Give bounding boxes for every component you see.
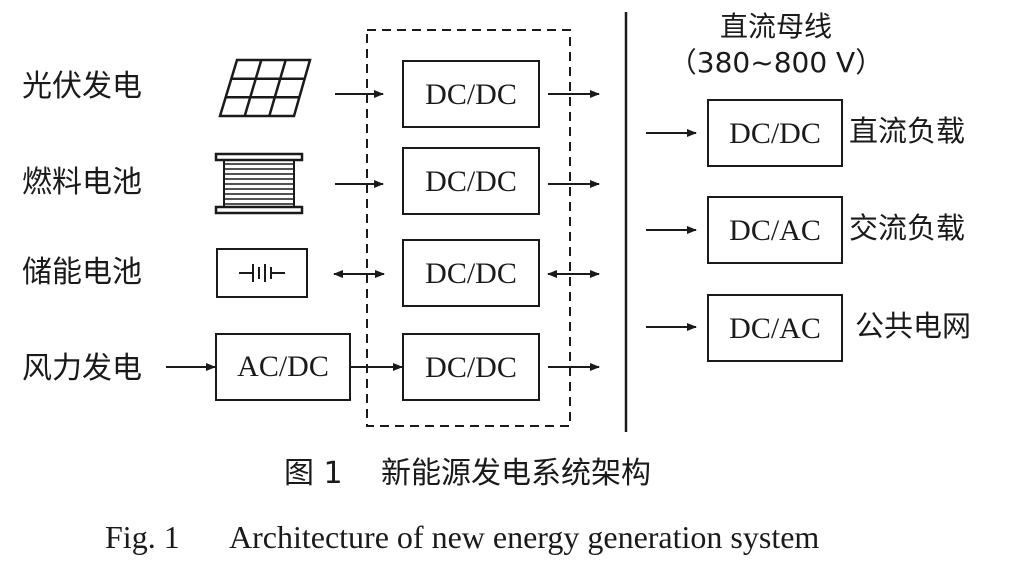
load-converter-ac-load: DC/AC [707, 196, 843, 264]
source-label-fuel-cell: 燃料电池 [22, 165, 142, 200]
source-label-wind: 风力发电 [22, 351, 142, 386]
converter-dcdc-fuel-cell-label: DC/DC [425, 165, 517, 198]
converter-dcdc-fuel-cell: DC/DC [402, 147, 540, 215]
converter-dcdc-pv-label: DC/DC [425, 78, 517, 111]
converter-dcdc-wind-label: DC/DC [425, 351, 517, 384]
source-label-storage: 储能电池 [22, 255, 142, 290]
load-converter-ac-load-label: DC/AC [729, 214, 821, 247]
converter-dcdc-storage-label: DC/DC [425, 257, 517, 290]
solar-panel-icon [218, 58, 312, 118]
converter-acdc-wind-label: AC/DC [237, 350, 329, 383]
load-label-ac-load: 交流负载 [849, 211, 965, 245]
converter-dcdc-pv: DC/DC [402, 60, 540, 128]
converter-dcdc-wind: DC/DC [402, 333, 540, 401]
load-converter-grid: DC/AC [707, 294, 843, 362]
converter-acdc-wind: AC/DC [215, 333, 351, 401]
dc-bus-voltage: （380~800 V） [669, 46, 883, 79]
load-converter-grid-label: DC/AC [729, 312, 821, 345]
fuel-cell-icon [214, 152, 304, 215]
load-label-dc-load: 直流负载 [849, 114, 965, 148]
converter-dcdc-storage: DC/DC [402, 239, 540, 307]
battery-icon [216, 248, 308, 298]
load-converter-dc-load: DC/DC [707, 99, 843, 167]
caption-cn-number: 图 1 [284, 456, 343, 491]
caption-en-number: Fig. 1 [105, 519, 180, 555]
caption-cn-title: 新能源发电系统架构 [381, 456, 651, 491]
caption-en-title: Architecture of new energy generation sy… [229, 519, 819, 555]
load-label-grid: 公共电网 [855, 309, 971, 343]
source-label-pv: 光伏发电 [22, 69, 142, 104]
load-converter-dc-load-label: DC/DC [729, 117, 821, 150]
dc-bus-title: 直流母线 [720, 10, 832, 43]
